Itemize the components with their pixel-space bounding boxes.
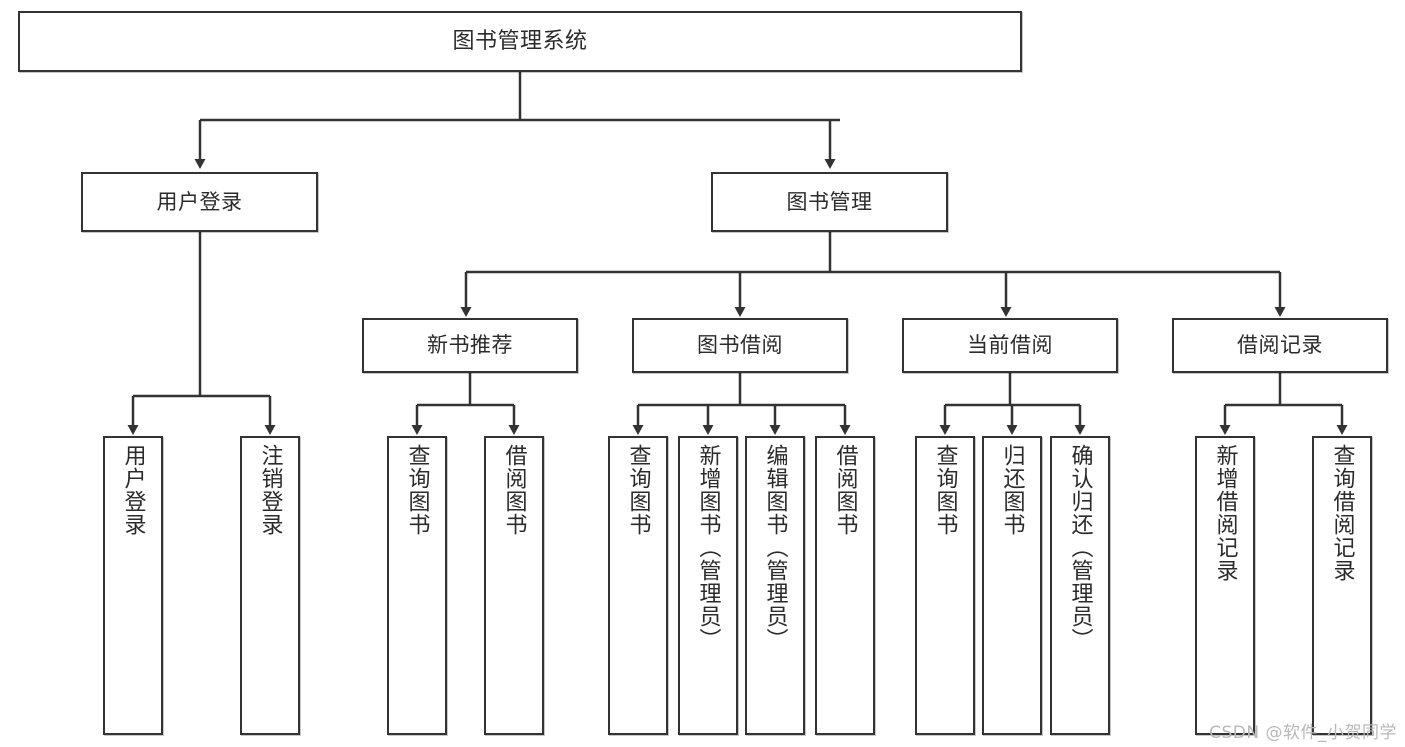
leaf-query-book-current[interactable]: 查询图书 (915, 436, 975, 735)
node-root-book-management-system[interactable]: 图书管理系统 (18, 11, 1022, 72)
node-label: 新增借阅记录 (1212, 444, 1238, 582)
node-label: 新增图书（管理员） (695, 444, 721, 651)
leaf-borrow-book-recommend[interactable]: 借阅图书 (484, 436, 544, 735)
node-book-management[interactable]: 图书管理 (711, 172, 948, 232)
node-label: 图书管理系统 (452, 28, 588, 54)
node-label: 借阅记录 (1237, 333, 1323, 358)
node-label: 查询图书 (404, 444, 430, 536)
node-label: 编辑图书（管理员） (762, 444, 788, 651)
leaf-return-book[interactable]: 归还图书 (982, 436, 1042, 735)
node-user-login[interactable]: 用户登录 (81, 172, 318, 232)
node-label: 确认归还（管理员） (1067, 444, 1093, 651)
node-label: 查询借阅记录 (1329, 444, 1355, 582)
leaf-add-book-admin[interactable]: 新增图书（管理员） (678, 436, 738, 735)
node-label: 用户登录 (120, 444, 146, 536)
node-label: 图书借阅 (697, 333, 783, 358)
leaf-logout[interactable]: 注销登录 (240, 436, 300, 735)
leaf-query-book-borrow[interactable]: 查询图书 (608, 436, 668, 735)
node-label: 归还图书 (999, 444, 1025, 536)
node-current-borrow[interactable]: 当前借阅 (902, 318, 1118, 373)
node-book-borrow[interactable]: 图书借阅 (632, 318, 848, 373)
node-label: 借阅图书 (832, 444, 858, 536)
leaf-borrow-book[interactable]: 借阅图书 (815, 436, 875, 735)
node-new-book-recommend[interactable]: 新书推荐 (362, 318, 578, 373)
node-label: 用户登录 (156, 189, 243, 214)
leaf-query-book-recommend[interactable]: 查询图书 (387, 436, 447, 735)
node-label: 当前借阅 (967, 333, 1053, 358)
node-label: 图书管理 (786, 189, 873, 214)
node-label: 新书推荐 (427, 333, 513, 358)
leaf-add-borrow-record[interactable]: 新增借阅记录 (1195, 436, 1255, 735)
csdn-watermark: CSDN @软件_小贺同学 (1209, 723, 1397, 743)
node-label: 借阅图书 (501, 444, 527, 536)
node-borrow-record[interactable]: 借阅记录 (1172, 318, 1388, 373)
node-label: 查询图书 (625, 444, 651, 536)
leaf-edit-book-admin[interactable]: 编辑图书（管理员） (745, 436, 805, 735)
leaf-query-borrow-record[interactable]: 查询借阅记录 (1312, 436, 1372, 735)
leaf-confirm-return-admin[interactable]: 确认归还（管理员） (1050, 436, 1110, 735)
leaf-user-login[interactable]: 用户登录 (103, 436, 163, 735)
node-label: 查询图书 (932, 444, 958, 536)
node-label: 注销登录 (257, 444, 283, 536)
